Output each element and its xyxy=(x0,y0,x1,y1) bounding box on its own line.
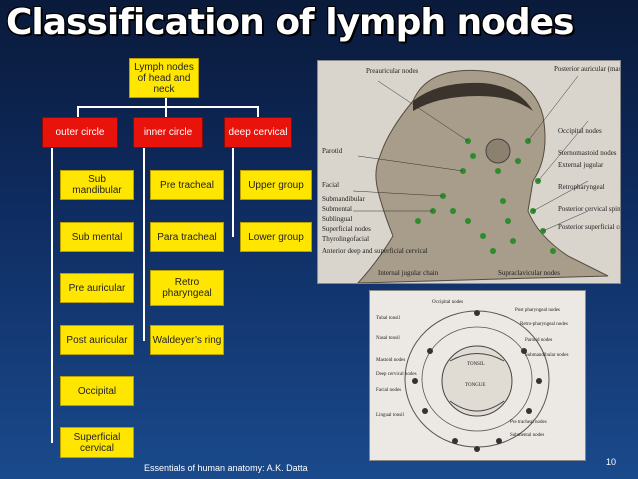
connector xyxy=(51,148,53,443)
slide-title: Classification of lymph nodes xyxy=(6,2,574,43)
root-node: Lymph nodes of head and neck xyxy=(129,58,199,98)
label-internal-jugular: Internal jugular chain xyxy=(378,269,439,277)
label-preauricular: Preauricular nodes xyxy=(366,67,419,75)
head-illustration: Preauricular nodes Parotid Facial Subman… xyxy=(318,61,620,283)
ring-label-retro-pharyngeal: Retro-pharyngeal nodes xyxy=(520,322,568,327)
label-posterior-cervical: Posterior cervical spinal nerve chain xyxy=(558,205,620,213)
label-supraclavicular: Supraclavicular nodes xyxy=(498,269,560,277)
ring-label-submental: Submental nodes xyxy=(510,433,544,438)
label-posterior-superficial: Posterior superficial cervical xyxy=(558,223,620,231)
ring-label-nasal-tonsil: Nasal tonsil xyxy=(376,336,400,341)
ring-label-pre-tracheal: Pre tracheal nodes xyxy=(510,420,547,425)
connector xyxy=(165,98,167,107)
node-post-auricular: Post auricular xyxy=(60,325,134,355)
connector xyxy=(77,106,258,108)
label-facial: Facial xyxy=(322,181,339,189)
ring-label-tongue: TONGUE xyxy=(465,383,485,388)
label-submental: Submental xyxy=(322,205,352,213)
node-retro-pharyngeal: Retro pharyngeal xyxy=(150,270,224,306)
citation: Essentials of human anatomy: A.K. Datta xyxy=(144,463,308,473)
label-parotid: Parotid xyxy=(322,147,343,155)
label-submandibular: Submandibular xyxy=(322,195,365,203)
ring-label-submandibular: Submandibular nodes xyxy=(525,353,569,358)
ring-label-parotid: Parotid nodes xyxy=(525,338,552,343)
ring-label-lingual-tonsil: Lingual tonsil xyxy=(376,413,405,418)
ring-label-tonsil: TONSIL xyxy=(467,362,485,367)
connector xyxy=(232,148,234,237)
node-upper-group: Upper group xyxy=(240,170,312,200)
node-waldeyers-ring: Waldeyer’s ring xyxy=(150,325,224,355)
ring-label-facial: Facial nodes xyxy=(376,388,401,393)
label-sublingual: Sublingual xyxy=(322,215,352,223)
label-superficial-nodes: Superficial nodes xyxy=(322,225,371,233)
node-superficial-cervical: Superficial cervical xyxy=(60,427,134,458)
page-number: 10 xyxy=(606,457,617,467)
ring-label-deep-cervical: Deep cervical nodes xyxy=(376,372,417,377)
label-retropharyngeal: Retropharyngeal xyxy=(558,183,605,191)
label-anterior-deep: Anterior deep and superficial cervical xyxy=(322,247,428,255)
ring-label-tubal-tonsil: Tubal tonsil xyxy=(376,316,400,321)
node-pre-auricular: Pre auricular xyxy=(60,273,134,303)
node-occipital: Occipital xyxy=(60,376,134,406)
category-inner-circle: inner circle xyxy=(133,117,203,148)
label-external-jugular: External jugular xyxy=(558,161,604,169)
connector xyxy=(77,106,79,118)
category-deep-cervical: deep cervical xyxy=(224,117,292,148)
ring-label-occipital: Occipital nodes xyxy=(432,300,463,305)
ring-label-post-pharyngeal: Post pharyngeal nodes xyxy=(515,308,560,313)
category-outer-circle: outer circle xyxy=(42,117,118,148)
label-occipital-nodes: Occipital nodes xyxy=(558,127,602,135)
node-lower-group: Lower group xyxy=(240,222,312,252)
head-lymph-nodes-image: Preauricular nodes Parotid Facial Subman… xyxy=(317,60,621,284)
node-sub-mental: Sub mental xyxy=(60,222,134,252)
node-para-tracheal: Para tracheal xyxy=(150,222,224,252)
node-pre-tracheal: Pre tracheal xyxy=(150,170,224,200)
ring-illustration: Occipital nodes Post pharyngeal nodes Tu… xyxy=(370,291,585,460)
connector xyxy=(257,106,259,118)
label-posterior-auricular: Posterior auricular (mastoid nodes) xyxy=(554,65,620,73)
waldeyer-ring-image: Occipital nodes Post pharyngeal nodes Tu… xyxy=(369,290,586,461)
connector xyxy=(143,148,145,341)
ring-label-mastoid: Mastoid nodes xyxy=(376,358,405,363)
label-sternomastoid: Sternomastoid nodes xyxy=(558,149,617,157)
label-thyrolingofacial: Thyrolingofacial xyxy=(322,235,369,243)
connector xyxy=(165,106,167,118)
node-sub-mandibular: Sub mandibular xyxy=(60,170,134,200)
